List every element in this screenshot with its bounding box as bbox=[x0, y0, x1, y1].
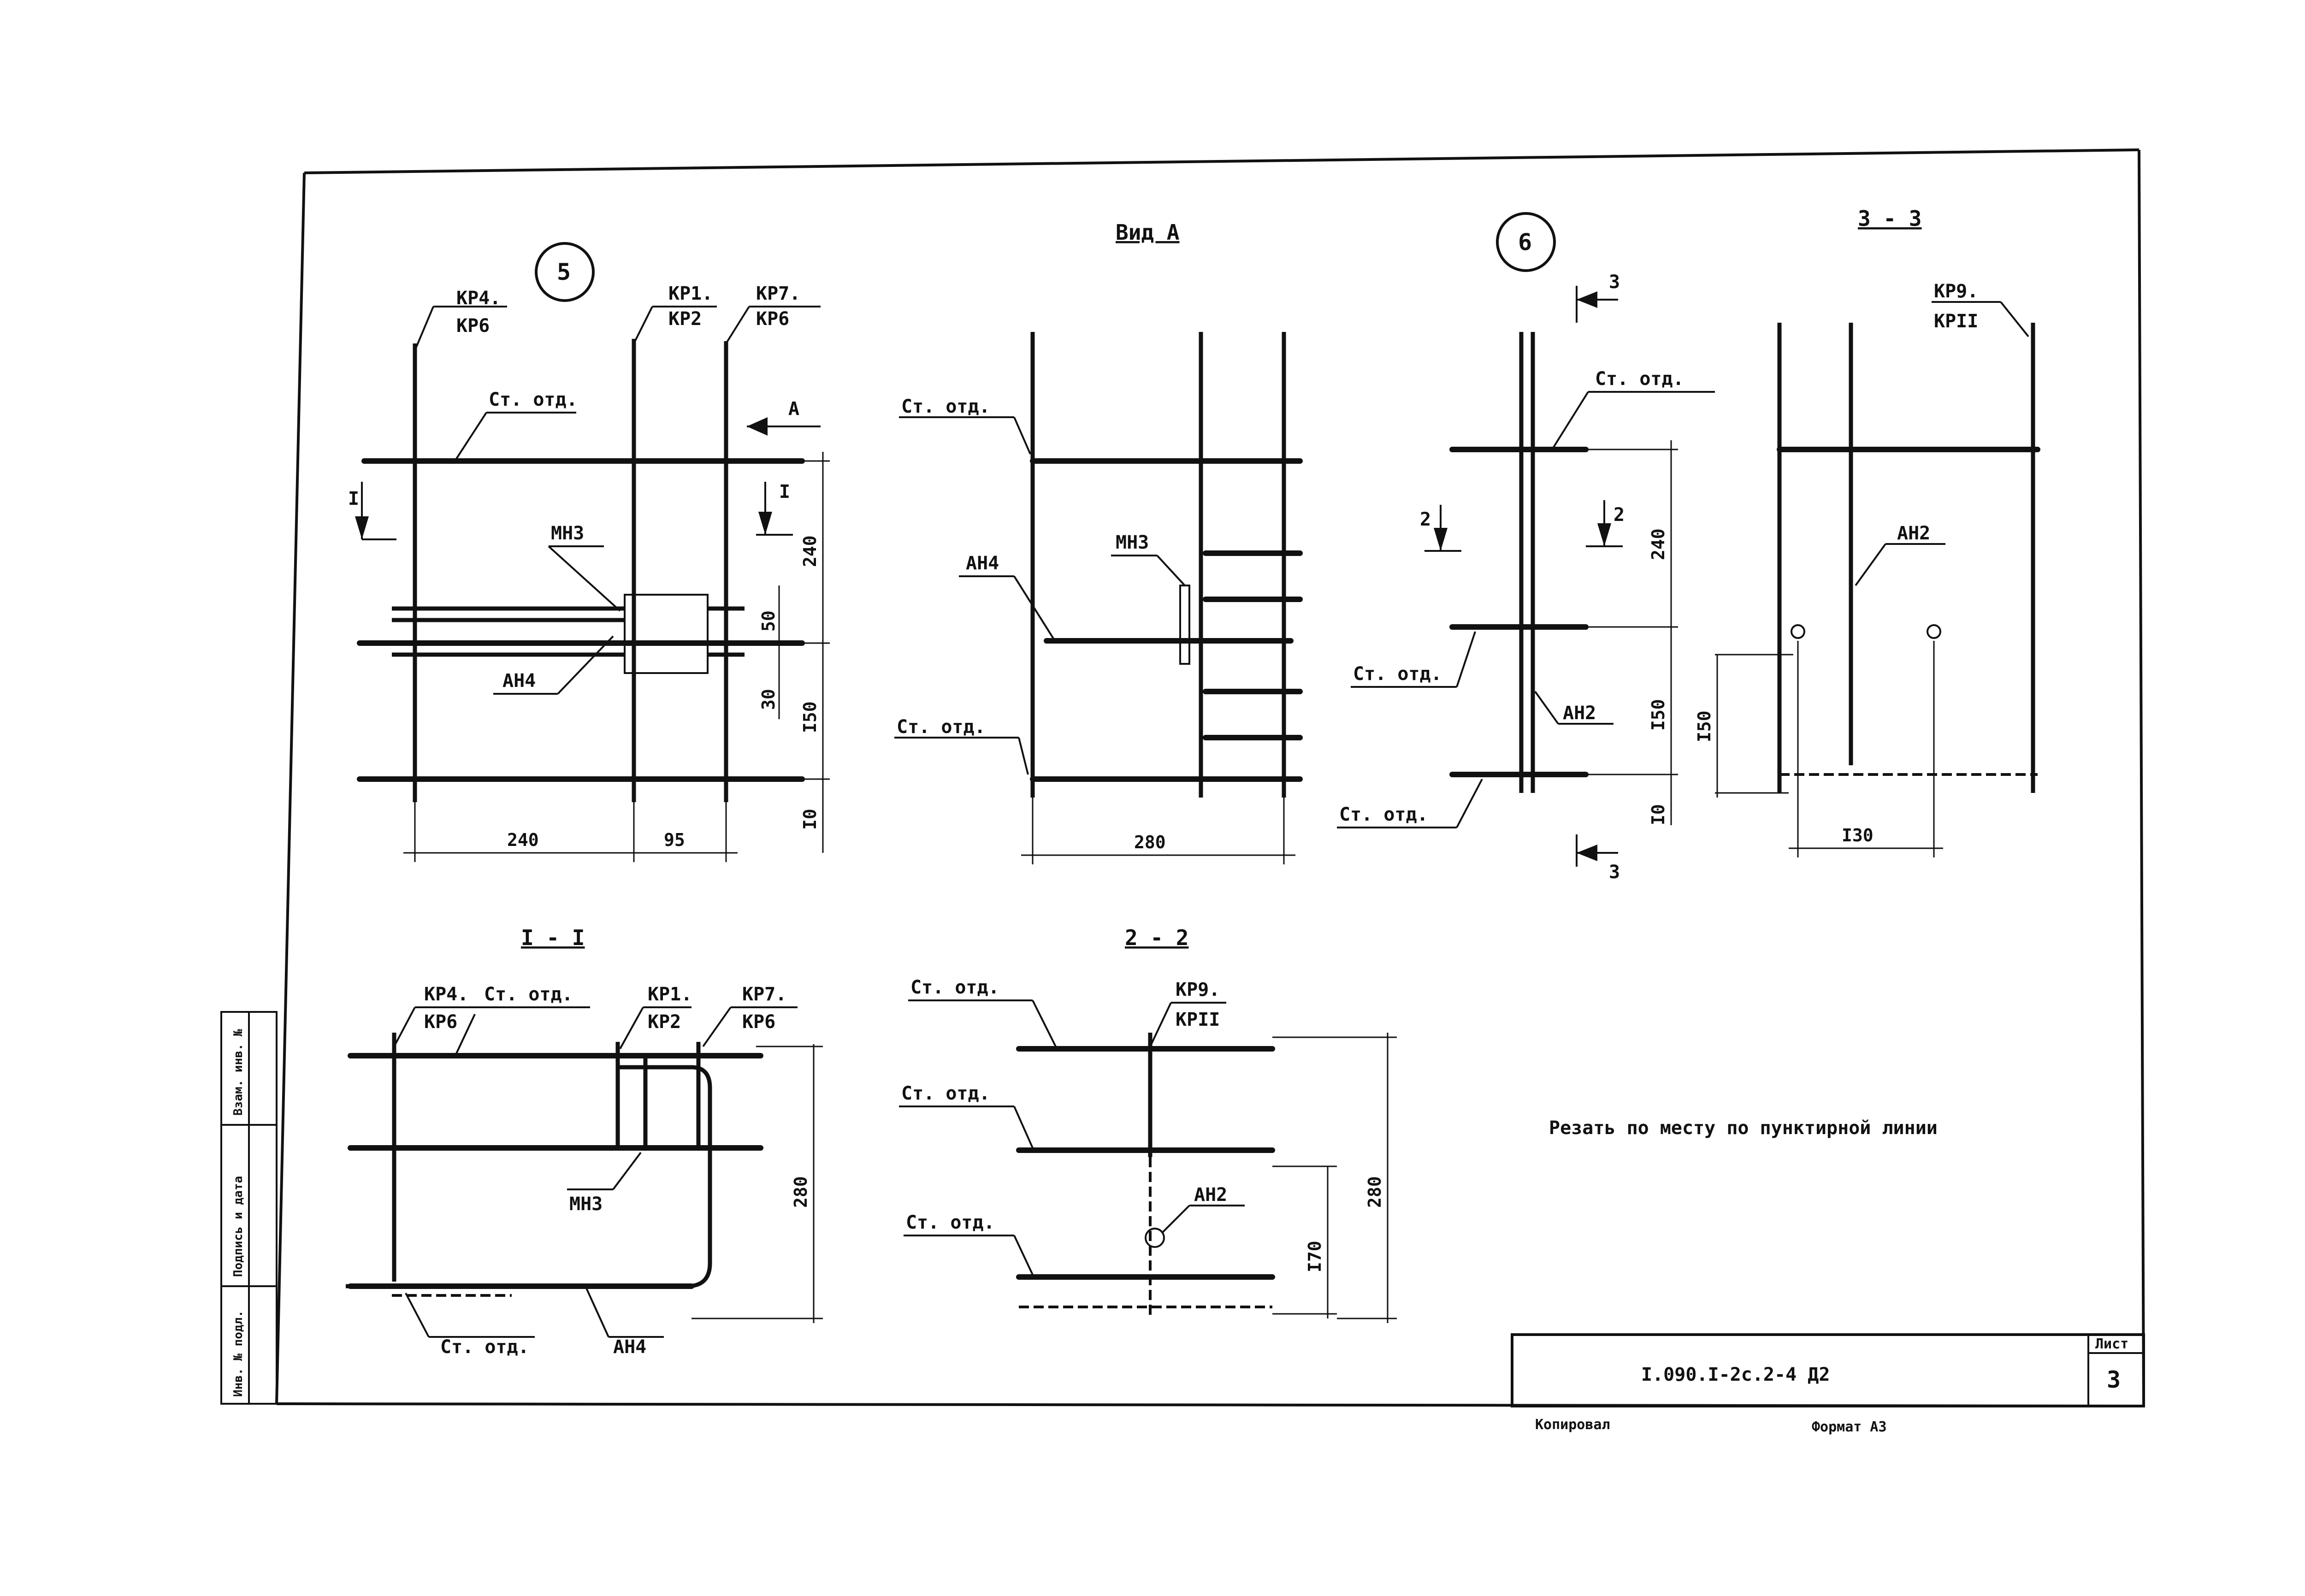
section22-title: 2 - 2 bbox=[1125, 925, 1188, 950]
view6-dim-240: 240 bbox=[1648, 528, 1668, 560]
view6-cut2-left: 2 bbox=[1420, 509, 1431, 530]
section22-an2: АН2 bbox=[1194, 1184, 1227, 1206]
section11-dim-280: 280 bbox=[791, 1176, 811, 1208]
section22-kr11: КРII bbox=[1176, 1009, 1220, 1030]
section22-st-otd-1: Ст. отд. bbox=[910, 977, 999, 998]
view5-kr2: КР2 bbox=[668, 308, 702, 330]
section11-mn3: МН3 bbox=[569, 1194, 603, 1215]
format-label: Формат А3 bbox=[1812, 1419, 1887, 1435]
view5-dim-240h: 240 bbox=[507, 830, 539, 850]
view5-kr6b: КР6 bbox=[756, 308, 789, 330]
view6-dim-150: I50 bbox=[1648, 699, 1668, 731]
stamp-inv-podl: Инв. № подл. bbox=[231, 1310, 245, 1397]
section11-kr1: КР1. bbox=[648, 984, 692, 1005]
section11-title: I - I bbox=[521, 925, 585, 950]
view5-kr6: КР6 bbox=[456, 315, 490, 337]
copied-label: Копировал bbox=[1535, 1417, 1610, 1433]
section22-dim-170: I70 bbox=[1305, 1241, 1325, 1272]
section11-kr6: КР6 bbox=[424, 1011, 457, 1033]
view-5: 5 КР4. КР6 КР1. КР2 КР7. КР6 Ст. отд. bbox=[348, 242, 830, 862]
view5-cut-right-icon bbox=[758, 512, 772, 535]
view5-dim-10: I0 bbox=[800, 809, 820, 830]
view5-arrow-a-icon bbox=[747, 417, 768, 436]
view-a-an4: АН4 bbox=[966, 553, 999, 574]
title-block: I.090.I-2c.2-4 Д2 Лист 3 Копировал Форма… bbox=[1511, 1333, 2145, 1435]
view-a-mn3: МН3 bbox=[1116, 532, 1149, 553]
view5-kr1: КР1. bbox=[668, 283, 713, 304]
view5-mn3: МН3 bbox=[551, 523, 584, 544]
view6-cut3-top: 3 bbox=[1609, 272, 1620, 293]
section33-dim-130: I30 bbox=[1842, 825, 1874, 845]
view5-dim-50: 50 bbox=[758, 610, 779, 632]
view-a-st-otd-bot: Ст. отд. bbox=[897, 716, 986, 738]
view5-dim-150: I50 bbox=[800, 701, 820, 733]
section11-kr7: КР7. bbox=[742, 984, 786, 1005]
view-a: Вид А Ст. отд. Ст. отд. АН4 МН3 280 bbox=[894, 220, 1303, 864]
section33-title: 3 - 3 bbox=[1858, 206, 1921, 231]
view6-st-otd-3: Ст. отд. bbox=[1339, 804, 1428, 825]
section11-st-otd: Ст. отд. bbox=[484, 984, 573, 1005]
view6-cut3-top-icon bbox=[1577, 291, 1597, 308]
view5-dim-95: 95 bbox=[664, 830, 685, 850]
section33-dim-150: I50 bbox=[1694, 710, 1714, 742]
view6-an2: АН2 bbox=[1563, 703, 1596, 724]
section11-an4: АН4 bbox=[613, 1336, 646, 1358]
view-a-st-otd-top: Ст. отд. bbox=[901, 396, 990, 417]
view-a-dim-280: 280 bbox=[1134, 832, 1166, 852]
sheet-number: 3 bbox=[2107, 1366, 2121, 1393]
sheet-frame bbox=[275, 148, 2145, 1407]
stamp-column: Инв. № подл. Подпись и дата Взам. инв. № bbox=[220, 1011, 278, 1405]
view6-cut3-bot-icon bbox=[1577, 845, 1597, 861]
section-1-1: I - I КР4. КР6 Ст. отд. КР1. КР2 КР7. КР… bbox=[346, 925, 823, 1358]
stamp-vzam-inv: Взам. инв. № bbox=[231, 1029, 245, 1116]
view5-cut-left: I bbox=[348, 488, 359, 509]
section11-kr4: КР4. bbox=[424, 984, 468, 1005]
view-6: 6 3 3 2 2 Ст. отд. Ст. отд. Ст. отд. bbox=[1337, 212, 1715, 883]
view5-an4: АН4 bbox=[502, 670, 536, 692]
section22-kr9: КР9. bbox=[1176, 979, 1220, 1000]
drawing-code: I.090.I-2c.2-4 Д2 bbox=[1641, 1364, 1830, 1385]
section-3-3: 3 - 3 КР9. КРII АН2 I50 I30 bbox=[1694, 206, 2040, 857]
section33-kr9: КР9. bbox=[1934, 281, 1978, 302]
section11-st-otd-bot: Ст. отд. bbox=[440, 1336, 529, 1358]
section-2-2: 2 - 2 Ст. отд. Ст. отд. Ст. отд. КР9. КР… bbox=[899, 925, 1397, 1323]
view5-dim-240v: 240 bbox=[800, 535, 820, 567]
view5-st-otd: Ст. отд. bbox=[489, 389, 578, 410]
view5-dim-30: 30 bbox=[758, 689, 779, 710]
cut-note: Резать по месту по пунктирной линии bbox=[1549, 1117, 1938, 1139]
section11-kr6b: КР6 bbox=[742, 1011, 775, 1033]
view5-kr4: КР4. bbox=[456, 288, 501, 309]
section22-st-otd-3: Ст. отд. bbox=[906, 1212, 995, 1233]
view5-marker: 5 bbox=[557, 259, 571, 285]
view6-cut2-left-icon bbox=[1434, 528, 1448, 551]
view5-arrow-a: А bbox=[788, 398, 799, 420]
view-a-title: Вид А bbox=[1116, 220, 1179, 245]
section22-st-otd-2: Ст. отд. bbox=[901, 1083, 990, 1104]
view6-dim-10: I0 bbox=[1648, 804, 1668, 825]
section33-kr11: КРII bbox=[1934, 311, 1978, 332]
section33-an2: АН2 bbox=[1897, 523, 1930, 544]
sheet-label: Лист bbox=[2095, 1336, 2128, 1352]
view6-marker: 6 bbox=[1518, 229, 1532, 255]
view5-cut-right: I bbox=[779, 481, 790, 502]
section11-kr2: КР2 bbox=[648, 1011, 681, 1033]
view6-cut3-bot: 3 bbox=[1609, 862, 1620, 883]
section22-dim-280: 280 bbox=[1365, 1176, 1385, 1208]
view6-cut2-right-icon bbox=[1597, 523, 1611, 546]
view5-kr7: КР7. bbox=[756, 283, 800, 304]
view5-cut-left-icon bbox=[355, 516, 369, 539]
view6-st-otd-2: Ст. отд. bbox=[1353, 663, 1442, 685]
view6-st-otd-1: Ст. отд. bbox=[1595, 368, 1684, 390]
view6-cut2-right: 2 bbox=[1614, 504, 1625, 526]
stamp-signature-date: Подпись и дата bbox=[231, 1176, 245, 1277]
